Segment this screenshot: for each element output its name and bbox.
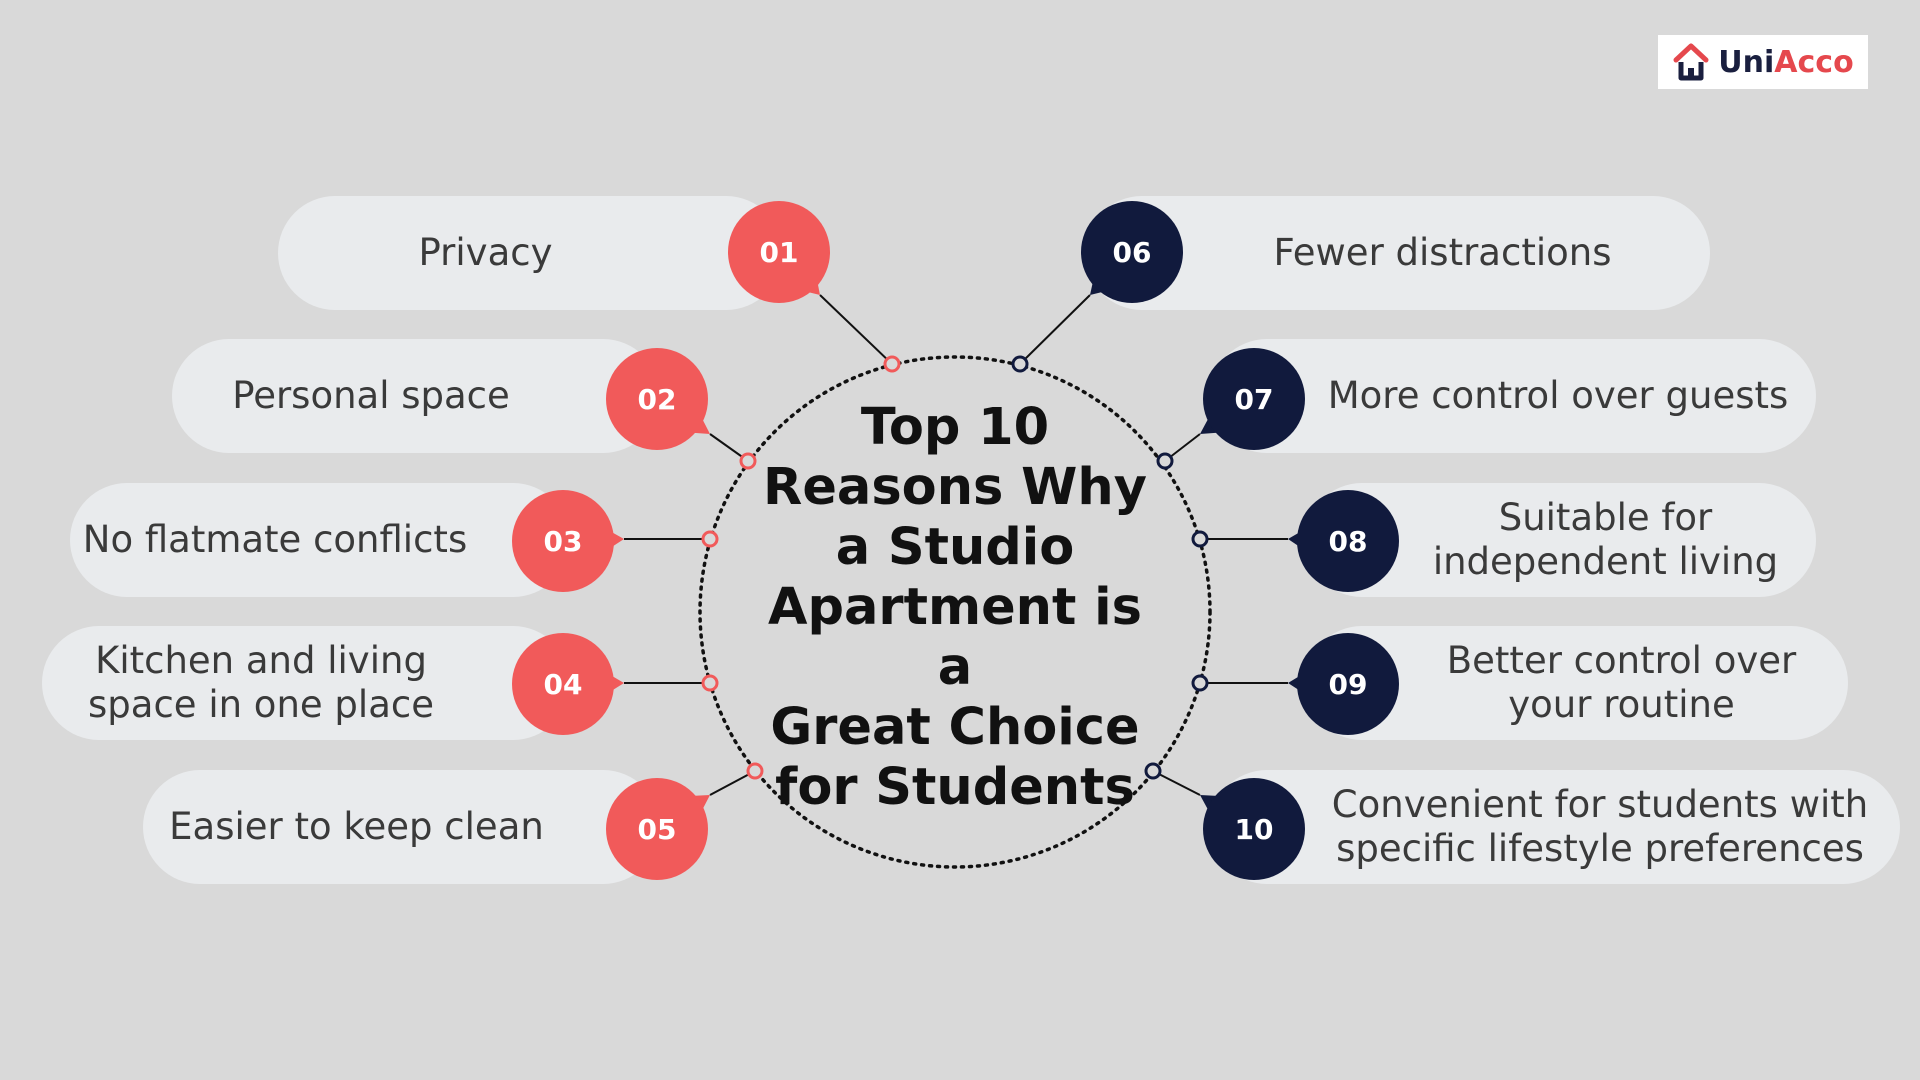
house-icon <box>1673 43 1709 81</box>
badge-number-05: 05 <box>638 813 677 846</box>
badge-number-04: 04 <box>544 668 583 701</box>
badge-number-02: 02 <box>638 383 677 416</box>
connector-line-06 <box>1019 294 1091 365</box>
badge-number-10: 10 <box>1235 813 1274 846</box>
title-line: Great Choice <box>770 698 1140 757</box>
reason-pill-06: Fewer distractions <box>1085 196 1710 310</box>
title-line: Reasons Why <box>763 458 1147 517</box>
number-badge-04: 04 <box>512 633 624 735</box>
logo-text-uni: Uni <box>1718 44 1775 80</box>
title-line: Top 10 <box>860 398 1050 457</box>
reason-pill-03: No flatmate conflicts <box>70 483 570 597</box>
connector-line-01 <box>819 294 893 365</box>
badge-number-01: 01 <box>760 236 799 269</box>
badge-number-07: 07 <box>1235 383 1274 416</box>
number-badge-09: 09 <box>1288 633 1399 735</box>
badge-number-08: 08 <box>1329 525 1368 558</box>
center-dotted-circle <box>698 355 1212 869</box>
uniacco-logo: UniAcco <box>1658 35 1868 89</box>
connector-dot-04 <box>701 674 719 692</box>
number-badge-03: 03 <box>512 490 624 592</box>
reason-pill-05: Easier to keep clean <box>143 770 660 884</box>
page-title: Top 10 Reasons Why a Studio Apartment is… <box>745 398 1165 818</box>
connector-dot-06 <box>1011 355 1029 373</box>
badge-number-06: 06 <box>1113 236 1152 269</box>
number-badge-07: 07 <box>1200 348 1305 450</box>
reason-pill-07: More control over guests <box>1210 339 1816 453</box>
connector-dot-08 <box>1191 530 1209 548</box>
number-badge-01: 01 <box>728 201 830 303</box>
connector-dot-02 <box>739 452 757 470</box>
connector-dot-07 <box>1156 452 1174 470</box>
connector-line-10 <box>1152 770 1201 796</box>
number-badge-02: 02 <box>606 348 710 450</box>
badge-number-09: 09 <box>1329 668 1368 701</box>
reason-text-03: No flatmate conflicts <box>82 518 468 561</box>
reason-text-07: More control over guests <box>1327 374 1789 417</box>
title-line: a Studio <box>835 518 1075 577</box>
number-badge-10: 10 <box>1200 778 1305 880</box>
number-badge-08: 08 <box>1288 490 1399 592</box>
connector-dot-09 <box>1191 674 1209 692</box>
connector-dot-10 <box>1144 762 1162 780</box>
number-badge-06: 06 <box>1081 201 1183 303</box>
badge-number-03: 03 <box>544 525 583 558</box>
reason-text-05: Easier to keep clean <box>169 805 544 848</box>
reason-pill-02: Personal space <box>172 339 660 453</box>
reason-pill-01: Privacy <box>278 196 783 310</box>
reason-text-01: Privacy <box>418 231 553 274</box>
connector-dot-03 <box>701 530 719 548</box>
title-line: for Students <box>775 758 1135 817</box>
title-line: Apartment is a <box>768 578 1142 697</box>
logo-text-acco: Acco <box>1774 44 1854 80</box>
reason-text-02: Personal space <box>232 374 510 417</box>
connector-dot-01 <box>883 355 901 373</box>
number-badge-05: 05 <box>606 778 710 880</box>
connector-dot-05 <box>746 762 764 780</box>
reason-text-06: Fewer distractions <box>1273 231 1612 274</box>
